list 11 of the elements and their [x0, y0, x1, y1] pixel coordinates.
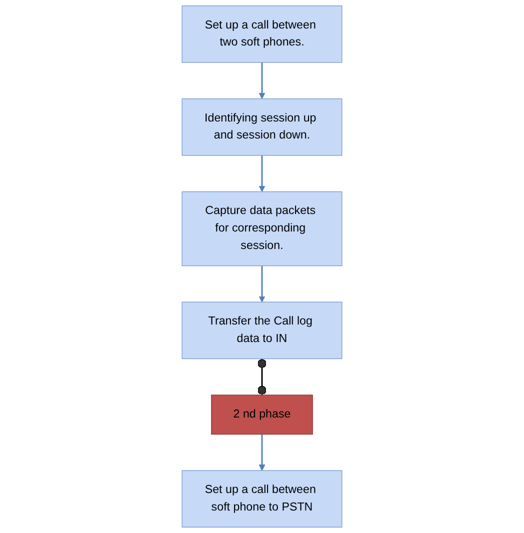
arrow: [258, 62, 266, 100]
node-box: Identifying session up and session down.: [182, 98, 342, 156]
arrow: [258, 266, 266, 302]
connector: [258, 358, 266, 396]
arrow: [258, 155, 266, 192]
node-box: Transfer the Call log data to IN: [182, 302, 342, 360]
node-box: Capture data packets for corresponding session.: [182, 191, 342, 266]
node-box: Set up a call between soft phone to PSTN: [182, 470, 342, 528]
node-box: Set up a call between two soft phones.: [182, 5, 342, 63]
arrow: [258, 434, 266, 471]
node-box: 2 nd phase: [211, 394, 313, 435]
